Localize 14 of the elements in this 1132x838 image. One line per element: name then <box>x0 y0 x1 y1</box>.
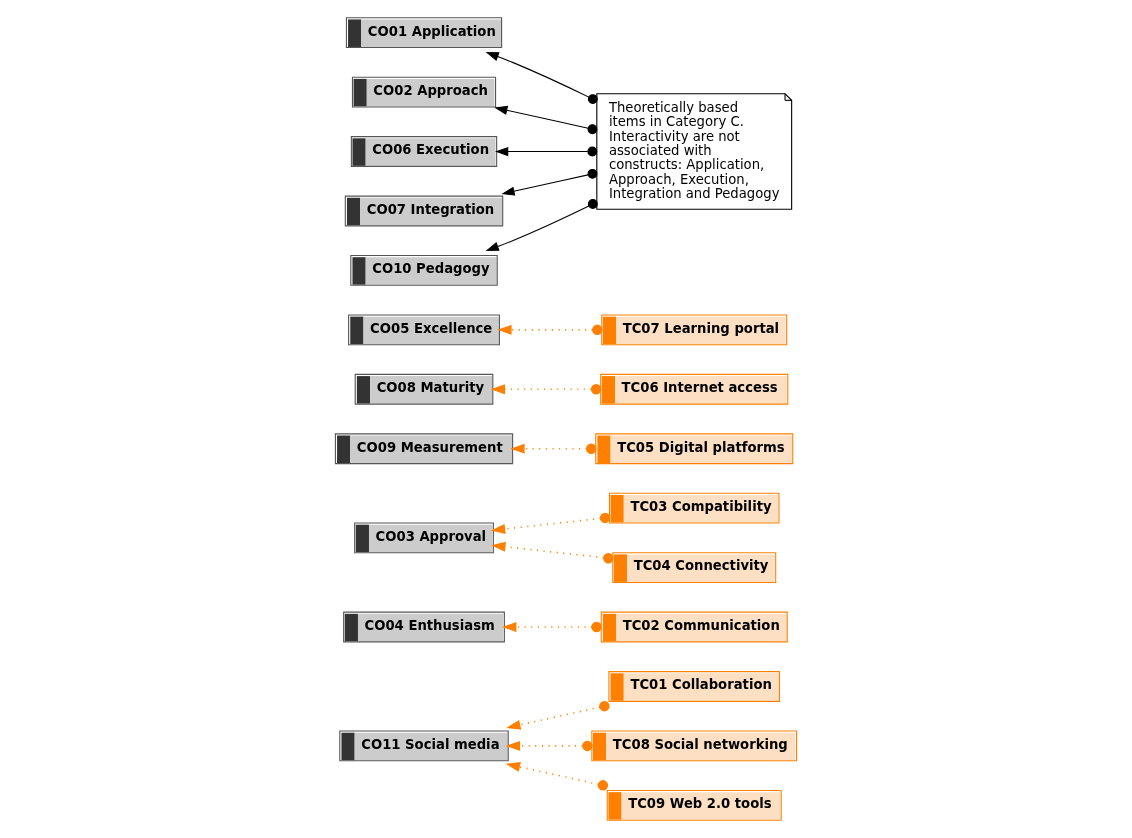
arrow <box>485 199 598 252</box>
arrow <box>506 700 610 730</box>
arrow <box>495 146 598 157</box>
arrow <box>505 740 593 752</box>
arrow <box>485 52 598 105</box>
arrow <box>510 443 597 454</box>
arrow <box>502 621 602 633</box>
arrow <box>501 168 598 196</box>
arrow <box>494 105 598 135</box>
arrow <box>490 384 602 395</box>
arrow <box>491 541 614 564</box>
arrow <box>490 512 611 534</box>
arrow <box>497 324 603 336</box>
arrow <box>505 762 609 791</box>
